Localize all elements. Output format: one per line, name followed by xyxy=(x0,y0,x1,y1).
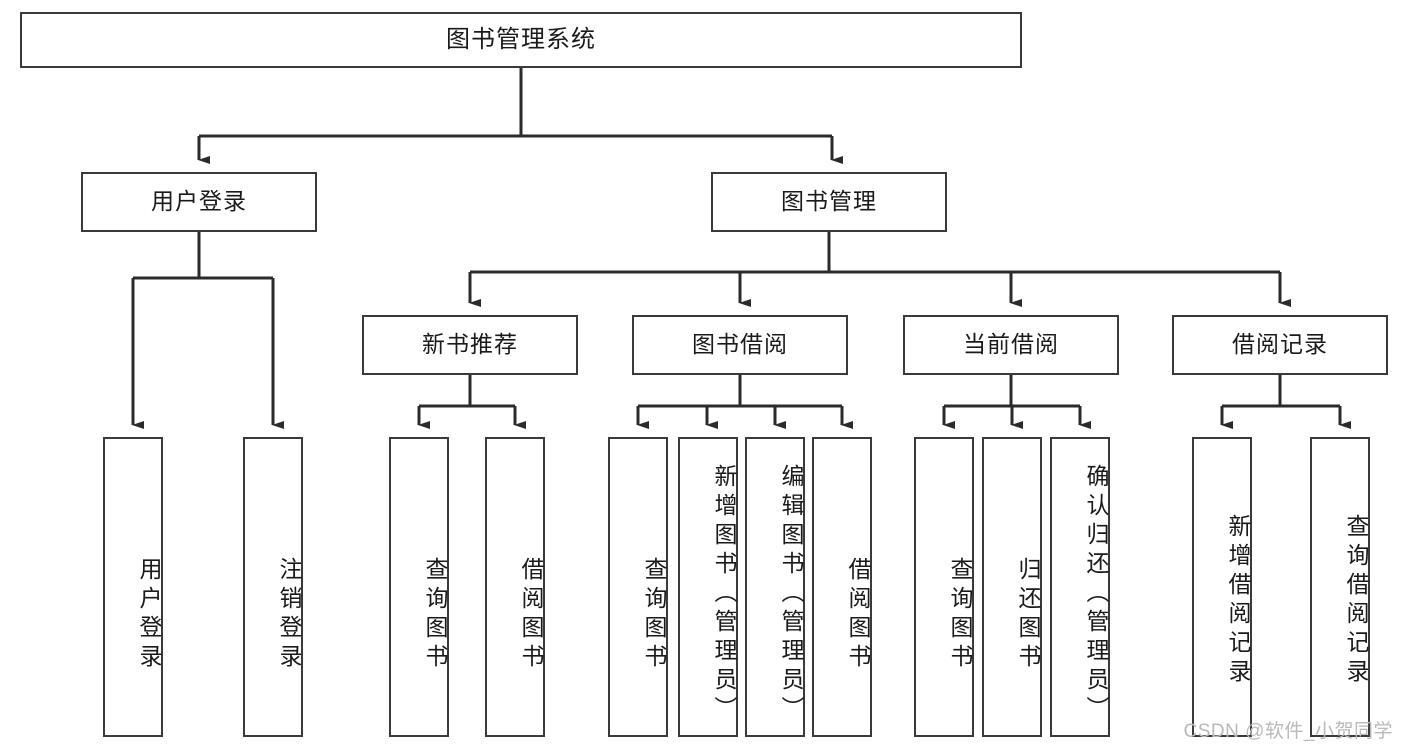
node-user-login[interactable]: 用户登录 xyxy=(81,172,317,232)
node-label: 图书管理系统 xyxy=(446,25,596,53)
node-label: 查询借阅记录 xyxy=(1343,514,1369,688)
node-leaf-borrow-book-2[interactable]: 借阅图书 xyxy=(812,437,872,737)
node-leaf-confirm-return-admin[interactable]: 确认归还（管理员） xyxy=(1050,437,1110,737)
node-label: 确认归还（管理员） xyxy=(1083,463,1109,725)
node-leaf-user-login[interactable]: 用户登录 xyxy=(103,437,163,737)
node-leaf-edit-book-admin[interactable]: 编辑图书（管理员） xyxy=(745,437,805,737)
node-label: 编辑图书（管理员） xyxy=(778,463,804,725)
node-leaf-borrow-book-1[interactable]: 借阅图书 xyxy=(485,437,545,737)
node-book-borrow[interactable]: 图书借阅 xyxy=(632,315,848,375)
node-book-manage[interactable]: 图书管理 xyxy=(711,172,947,232)
node-leaf-logout-login[interactable]: 注销登录 xyxy=(243,437,303,737)
node-label: 用户登录 xyxy=(136,557,162,673)
node-label: 归还图书 xyxy=(1015,557,1041,673)
node-leaf-add-borrow-record[interactable]: 新增借阅记录 xyxy=(1192,437,1252,737)
node-label: 当前借阅 xyxy=(963,331,1059,358)
node-label: 图书借阅 xyxy=(692,331,788,358)
node-leaf-query-book-3[interactable]: 查询图书 xyxy=(914,437,974,737)
node-label: 新增图书（管理员） xyxy=(711,463,737,725)
node-label: 借阅记录 xyxy=(1232,331,1328,358)
node-leaf-query-book-1[interactable]: 查询图书 xyxy=(389,437,449,737)
node-leaf-query-borrow-record[interactable]: 查询借阅记录 xyxy=(1310,437,1370,737)
node-leaf-query-book-2[interactable]: 查询图书 xyxy=(608,437,668,737)
node-root-book-management-system[interactable]: 图书管理系统 xyxy=(20,12,1022,68)
node-label: 用户登录 xyxy=(151,188,247,215)
node-label: 借阅图书 xyxy=(845,557,871,673)
node-label: 新书推荐 xyxy=(422,331,518,358)
node-leaf-add-book-admin[interactable]: 新增图书（管理员） xyxy=(678,437,738,737)
node-label: 查询图书 xyxy=(641,557,667,673)
node-label: 查询图书 xyxy=(422,557,448,673)
csdn-watermark: CSDN @软件_小贺同学 xyxy=(1183,721,1393,742)
node-new-book-recommend[interactable]: 新书推荐 xyxy=(362,315,578,375)
node-label: 查询图书 xyxy=(947,557,973,673)
node-leaf-return-book[interactable]: 归还图书 xyxy=(982,437,1042,737)
node-label: 借阅图书 xyxy=(518,557,544,673)
node-label: 图书管理 xyxy=(781,188,877,215)
node-current-borrow[interactable]: 当前借阅 xyxy=(903,315,1119,375)
node-borrow-record[interactable]: 借阅记录 xyxy=(1172,315,1388,375)
node-label: 注销登录 xyxy=(276,557,302,673)
node-label: 新增借阅记录 xyxy=(1225,514,1251,688)
